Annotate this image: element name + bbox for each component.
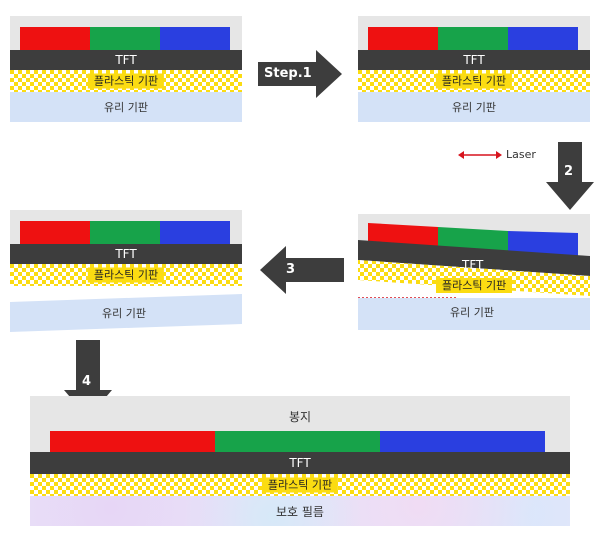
step2-label: 2 [564, 164, 574, 179]
red-subpixel [368, 27, 438, 50]
plastic-substrate: 플라스틱 기판 [358, 70, 590, 92]
green-subpixel [90, 221, 160, 244]
glass-substrate [358, 298, 590, 330]
tft-label: TFT [115, 53, 137, 67]
blue-subpixel [508, 231, 578, 256]
double-arrow-icon [458, 151, 502, 159]
tft-layer: TFT [358, 50, 590, 70]
glass-substrate-label: 유리 기판 [104, 101, 148, 114]
tft-label: TFT [462, 258, 484, 272]
red-subpixel [20, 221, 90, 244]
green-subpixel [438, 27, 508, 50]
step1-label: Step.1 [264, 66, 312, 81]
right-arrow-icon [258, 50, 342, 98]
step2-arrow: 2 [546, 142, 594, 210]
green-subpixel [215, 431, 380, 452]
green-subpixel [90, 27, 160, 50]
step4-label: 4 [82, 374, 92, 389]
laser-label: Laser [506, 148, 536, 161]
blue-subpixel [380, 431, 545, 452]
glass-substrate: 유리 기판 [358, 92, 590, 122]
blue-subpixel [508, 27, 578, 50]
glass-substrate-label: 유리 기판 [450, 306, 494, 319]
blue-subpixel [160, 27, 230, 50]
tft-layer: TFT [10, 50, 242, 70]
tft-label: TFT [289, 456, 311, 470]
plastic-substrate-label: 플라스틱 기판 [436, 278, 513, 293]
glass-substrate [10, 294, 242, 332]
step3-arrow: 3 [260, 246, 344, 294]
plastic-substrate-label: 플라스틱 기판 [87, 73, 165, 89]
step3-label: 3 [286, 262, 296, 277]
plastic-substrate: 플라스틱 기판 [30, 474, 570, 496]
protective-film-label: 보호 필름 [276, 504, 324, 519]
tft-layer: TFT [10, 244, 242, 264]
encapsulation-label: 봉지 [288, 410, 312, 424]
plastic-substrate: 플라스틱 기판 [10, 70, 242, 92]
glass-substrate-label: 유리 기판 [102, 307, 146, 320]
left-arrow-icon [260, 246, 344, 294]
tft-layer: TFT [30, 452, 570, 474]
down-arrow-icon [546, 142, 594, 210]
plastic-substrate-label: 플라스틱 기판 [87, 267, 165, 283]
tft-label: TFT [463, 53, 485, 67]
plastic-substrate: 플라스틱 기판 [10, 264, 242, 286]
step1-arrow: Step.1 [258, 50, 342, 98]
glass-substrate: 유리 기판 [10, 92, 242, 122]
glass-substrate-label: 유리 기판 [452, 101, 496, 114]
protective-film: 보호 필름 [30, 496, 570, 526]
laser-beams [355, 122, 471, 190]
tft-label: TFT [115, 247, 137, 261]
plastic-substrate-label: 플라스틱 기판 [261, 477, 339, 493]
tft-layer [358, 240, 590, 276]
plastic-substrate-label: 플라스틱 기판 [435, 73, 513, 89]
blue-subpixel [160, 221, 230, 244]
red-subpixel [50, 431, 215, 452]
red-subpixel [20, 27, 90, 50]
